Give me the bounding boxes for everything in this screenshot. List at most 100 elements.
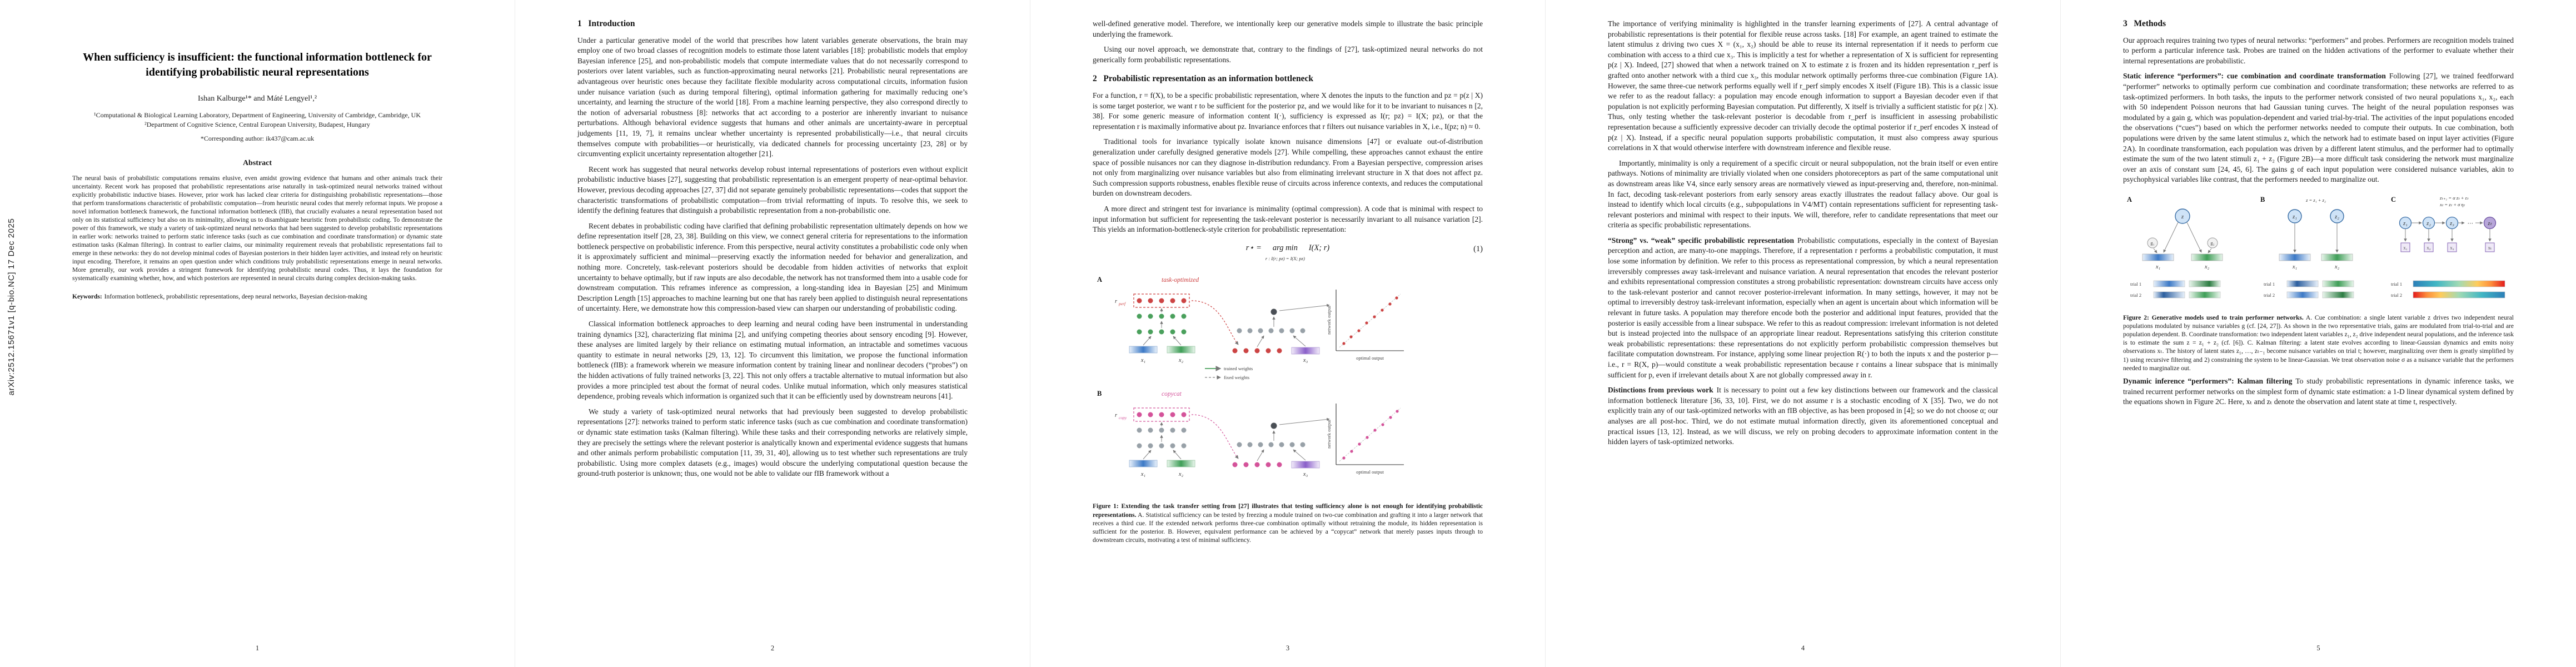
page-2-content: 1 Introduction Under a particular genera… — [577, 19, 968, 484]
panel-b-trials: trial 1 trial 2 — [2264, 280, 2354, 298]
affiliation-1: ¹Computational & Biological Learning Lab… — [93, 111, 421, 119]
page-3-content: well-defined generative model. Therefore… — [1093, 19, 1483, 548]
page-5-content: 3 Methods Our approach requires training… — [2123, 19, 2514, 412]
section2-paragraph-1: For a function, r = f(X), to be a specif… — [1093, 91, 1483, 131]
obs-x1-label: x₁ — [2403, 245, 2407, 250]
panel-b-task-label: z = z₁ + z₂ — [2305, 197, 2326, 203]
equation-1: r⋆ = arg min r : I(r; pz) = I(X; pz) I(X… — [1093, 243, 1483, 264]
trial-2-label: trial 2 — [2130, 292, 2141, 298]
strong-weak-paragraph: “Strong” vs. “weak” specific probabilist… — [1608, 236, 1998, 380]
page-1: arXiv:2512.15671v1 [q-bio.NC] 17 Dec 202… — [0, 0, 515, 667]
panel-a-letter: A — [2127, 196, 2132, 203]
weights-legend: trained weights fixed weights — [1205, 366, 1253, 380]
pop-2-label: x₂ — [2204, 264, 2209, 270]
plot-b-ylabel: network output — [1326, 419, 1332, 448]
static-inference-text: Following [27], we trained feedforward “… — [2123, 72, 2514, 184]
page-4-content: The importance of verifying minimality i… — [1608, 19, 1998, 452]
plot-a-points — [1342, 296, 1398, 345]
figure-2-caption: Figure 2: Generative models used to trai… — [2123, 314, 2514, 373]
panel-a-letter: A — [1097, 276, 1102, 283]
chain-ellipsis: ⋯ — [2467, 221, 2473, 227]
panel-c-letter: C — [2391, 196, 2396, 203]
equation-number: (1) — [1473, 244, 1483, 253]
x1-label-b: x₁ — [1140, 471, 1145, 477]
page-number-3: 3 — [1285, 644, 1290, 652]
panel-b-letter: B — [2260, 196, 2265, 203]
figure1-panel-a: A task-optimized x₁ x₂ r per — [1097, 276, 1404, 380]
r-perf-sub: perf — [1118, 301, 1126, 306]
figure-2-graphic: A z g₁ g₂ x₁ x₂ — [2127, 195, 2505, 298]
output-node — [1270, 308, 1277, 315]
extended-network-b: x₃ — [1232, 417, 1330, 477]
r-perf-label: r — [1115, 298, 1118, 305]
strong-weak-text: Probabilistic computations, especially i… — [1608, 236, 1998, 379]
figure-2-caption-rest: A. Cue combination: a single latent vari… — [2123, 314, 2514, 372]
obs-xt-node — [2485, 242, 2494, 252]
page-number-2: 2 — [770, 644, 775, 652]
r-copy-sub: copy — [1119, 415, 1127, 420]
obs-x1-node — [2400, 242, 2410, 252]
plot-b-xlabel: optimal output — [1356, 469, 1384, 475]
state-zt-node — [2483, 216, 2496, 230]
trial-2-label-c: trial 2 — [2391, 292, 2402, 298]
state-z1-node — [2399, 216, 2411, 230]
static-inference-lead: Static inference “performers”: cue combi… — [2123, 72, 2386, 81]
latent-z1-label: z₁ — [2292, 214, 2297, 220]
state-z3-label: z₃ — [2449, 221, 2454, 227]
transfer-arrow — [1191, 300, 1239, 345]
gain-2-label: g₂ — [2210, 240, 2214, 246]
equation-lhs: r⋆ = — [1245, 243, 1262, 252]
latent-z2-label: z₂ — [2334, 214, 2339, 220]
affiliation-2: ²Department of Cognitive Science, Centra… — [145, 120, 370, 128]
figure-1-caption-rest: A. Statistical sufficiency can be tested… — [1093, 511, 1483, 544]
figure-1-caption: Figure 1: Extending the task transfer se… — [1093, 502, 1483, 545]
equation-rhs: I(X; r) — [1308, 243, 1330, 252]
corresponding-author: *Corresponding author: ik437@cam.ac.uk — [200, 135, 315, 142]
state-z3-node — [2445, 216, 2458, 230]
trial-1-label-b: trial 1 — [2264, 281, 2275, 287]
panel-c-trials: trial 1 trial 2 — [2391, 280, 2505, 298]
latent-z1-node — [2287, 209, 2302, 223]
arxiv-stamp: arXiv:2512.15671v1 [q-bio.NC] 17 Dec 202… — [7, 218, 16, 396]
x1-label: x₁ — [1140, 357, 1145, 364]
plot-b-points — [1342, 410, 1399, 460]
keywords-line: Keywords:Information bottleneck, probabi… — [72, 293, 442, 301]
obs-x3-label: x₃ — [2450, 245, 2454, 250]
section2-paragraph-3: A more direct and stringent test for inv… — [1093, 204, 1483, 234]
population-1-strip — [2142, 253, 2174, 261]
trained-weights-label: trained weights — [1224, 366, 1253, 371]
figure2-panel-b: B z = z₁ + z₂ z₁ z₂ x₁ x₂ trial 1 — [2260, 196, 2354, 298]
page-2: 1 Introduction Under a particular genera… — [515, 0, 1030, 667]
abstract-heading: Abstract — [242, 158, 272, 167]
trial-1-label: trial 1 — [2130, 281, 2141, 287]
extended-network: x₃ — [1232, 303, 1330, 364]
latent-z2-node — [2329, 209, 2344, 223]
fixed-weights-label: fixed weights — [1224, 375, 1249, 380]
state-z2-label: z₂ — [2426, 221, 2431, 227]
output-node-b — [1270, 422, 1277, 429]
section-heading-methods: 3 Methods — [2123, 19, 2166, 28]
obs-x2-label: x₂ — [2426, 245, 2430, 250]
page-1-content: When sufficiency is insufficient: the fu… — [62, 19, 452, 301]
figure2-panel-c: C zₜ₊₁ = α zₜ + εₜ xₜ = zₜ + σ ηₜ z₁ z₂ … — [2391, 195, 2505, 298]
performance-plot-b: optimal output network output — [1326, 403, 1404, 475]
r-copy-box — [1133, 407, 1190, 422]
transfer-arrow-b — [1191, 414, 1239, 459]
module-network-trained: x₁ x₂ r perf — [1115, 293, 1195, 364]
plot-a-ylabel: network output — [1326, 305, 1332, 334]
panel-a-trials: trial 1 trial 2 — [2130, 280, 2220, 298]
page-3: well-defined generative model. Therefore… — [1030, 0, 1546, 667]
figure-1-graphic: A task-optimized x₁ x₂ r per — [1097, 276, 1404, 477]
keywords-label: Keywords: — [72, 293, 102, 300]
trial-1-label-c: trial 1 — [2391, 281, 2402, 287]
observation-equation: xₜ = zₜ + σ ηₜ — [2439, 202, 2465, 207]
figure-2: A z g₁ g₂ x₁ x₂ — [2123, 194, 2514, 373]
page-number-5: 5 — [2316, 644, 2320, 652]
minimality-paragraph-1: The importance of verifying minimality i… — [1608, 19, 1998, 152]
section2-paragraph-2: Traditional tools for invariance typical… — [1093, 137, 1483, 198]
section-heading-prob-rep: 2 Probabilistic representation as an inf… — [1093, 74, 1313, 84]
figure-2-caption-bold: Figure 2: Generative models used to trai… — [2123, 314, 2304, 321]
population-2-strip — [2191, 253, 2223, 261]
